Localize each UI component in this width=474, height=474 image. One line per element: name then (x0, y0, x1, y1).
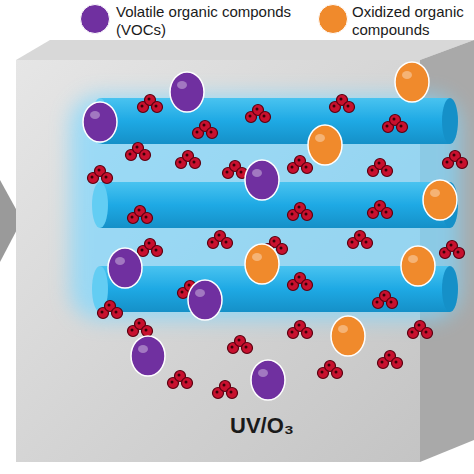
legend-text: Volatile organic componds (VOCs) (116, 3, 306, 39)
voc-particle-shine (195, 289, 205, 297)
oxidized-particle (395, 62, 429, 102)
voc-particle-shine (177, 81, 187, 89)
ozone-molecule (288, 156, 313, 174)
oxidized-particle (245, 244, 279, 284)
ozone-molecule (288, 273, 313, 291)
ozone-molecule (368, 201, 393, 219)
ozone-molecule (98, 301, 123, 319)
ozone-molecule (223, 161, 248, 179)
ozone-molecule (443, 151, 468, 169)
box-top (16, 40, 474, 60)
ozone-molecule (383, 115, 408, 133)
oxidized-particle-shine (315, 134, 325, 142)
ozone-molecule (126, 143, 151, 161)
ozone-molecule (138, 95, 163, 113)
ozone-molecule (246, 105, 271, 123)
voc-particle-shine (138, 345, 148, 353)
ozone-molecule (88, 166, 113, 184)
uv-lamps (92, 98, 458, 312)
ozone-molecule (168, 371, 193, 389)
ozone-molecule (288, 321, 313, 339)
oxidized-particle-shine (252, 253, 262, 261)
ozone-molecule (408, 321, 433, 339)
ozone-molecule (208, 231, 233, 249)
ozone-molecule (128, 319, 153, 337)
process-label: UV/O₃ (230, 413, 294, 439)
voc-particle (131, 336, 165, 376)
ozone-molecule (368, 159, 393, 177)
voc-particle-shine (258, 369, 268, 377)
ozone-molecule (348, 231, 373, 249)
ozone-molecule (288, 203, 313, 221)
uv-glow (70, 95, 460, 320)
voc-particle-shine (115, 257, 125, 265)
ozone-molecule (373, 291, 398, 309)
ozone-molecule (228, 336, 253, 354)
ozone-molecule (193, 121, 218, 139)
ozone-molecule (138, 239, 163, 257)
voc-particle (251, 360, 285, 400)
legend-swatch (318, 4, 348, 34)
oxidized-particle-shine (430, 189, 440, 197)
ozone-molecule (176, 151, 201, 169)
voc-particle-shine (90, 111, 100, 119)
voc-particle (170, 72, 204, 112)
oxidized-particle-shine (338, 325, 348, 333)
oxidized-particle (308, 125, 342, 165)
oxidized-particle (401, 246, 435, 286)
ozone-molecule (318, 361, 343, 379)
voc-particle (83, 102, 117, 142)
ozone-molecule (213, 381, 238, 399)
legend-text: Oxidized organic compounds (352, 3, 470, 39)
particles (83, 62, 468, 400)
voc-particle (188, 280, 222, 320)
voc-particle-shine (252, 169, 262, 177)
legend-swatch (80, 4, 110, 34)
ozone-molecule (378, 351, 403, 369)
voc-particle (245, 160, 279, 200)
voc-particle (108, 248, 142, 288)
ozone-molecule (440, 241, 465, 259)
oxidized-particle (331, 316, 365, 356)
oxidized-particle-shine (408, 255, 418, 263)
oxidized-particle-shine (402, 71, 412, 79)
ozone-molecule (330, 95, 355, 113)
ozone-molecule (128, 206, 153, 224)
oxidized-particle (423, 180, 457, 220)
